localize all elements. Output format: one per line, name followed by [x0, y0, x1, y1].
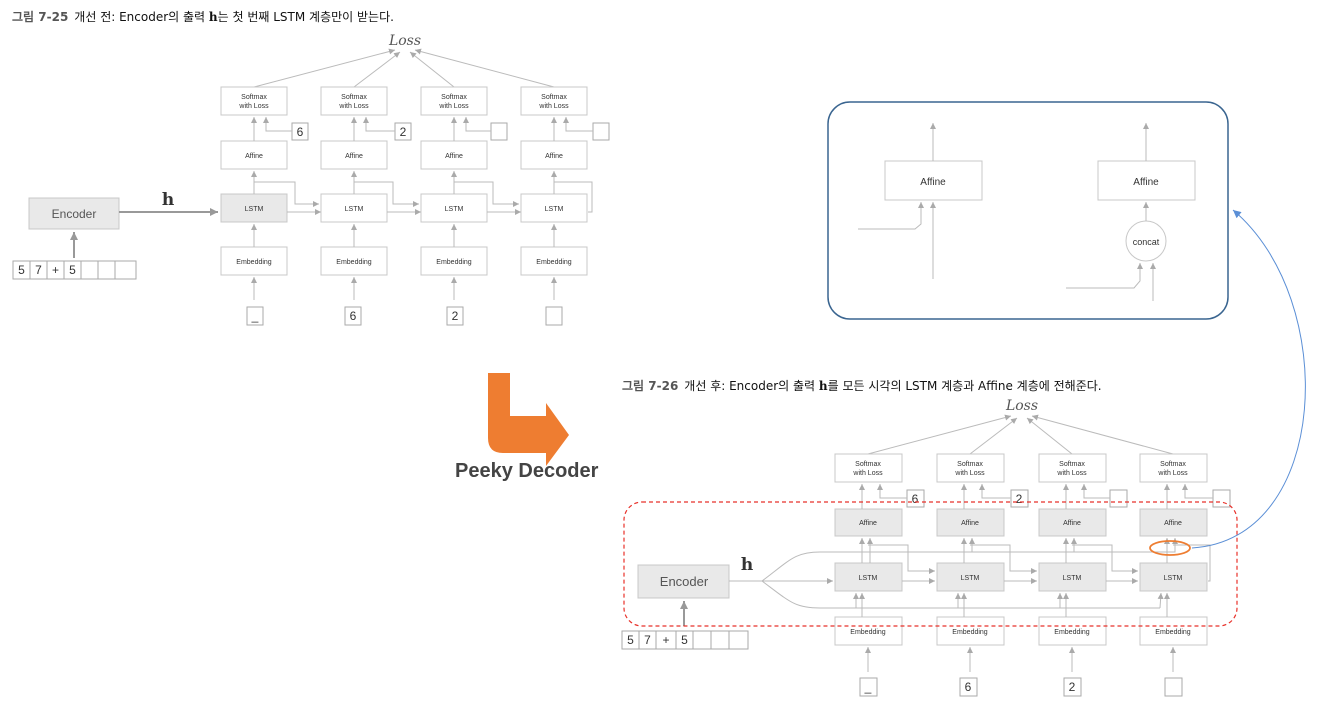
embedding-label: Embedding	[536, 259, 572, 266]
input-token: +	[662, 633, 669, 647]
fig1-encoder-label: Encoder	[52, 207, 97, 221]
embedding-label: Embedding	[336, 259, 372, 266]
fig1-title-h: h	[208, 10, 218, 24]
softmax-label-line2: with Loss	[954, 470, 985, 477]
fig2-encoder-box	[637, 564, 730, 599]
target-token: 2	[400, 125, 407, 139]
input-token: 5	[69, 263, 76, 277]
zoom-link-curve	[1191, 209, 1306, 549]
decoder-input-token: 2	[452, 309, 459, 323]
zoom-affine-label-2: Affine	[1133, 177, 1159, 188]
input-token: 5	[681, 633, 688, 647]
softmax-label-line1: Softmax	[341, 94, 367, 101]
fig1-column-3: Softmax with Loss Affine LSTM Embedding …	[420, 86, 508, 326]
fig1-number: 그림 7-25	[12, 10, 69, 24]
input-token: +	[52, 263, 59, 277]
concat-highlight-ellipse	[1149, 540, 1191, 556]
zoom-detail-panel: Affine Affine concat	[827, 101, 1229, 320]
affine-label: Affine	[445, 153, 463, 160]
fig1-caption: 그림 7-25 개선 전: Encoder의 출력 h는 첫 번째 LSTM 계층…	[12, 8, 394, 25]
fig2-column-3: Softmax with Loss Affine LSTM Embedding …	[1038, 453, 1128, 697]
fig2-encoder-label: Encoder	[660, 574, 709, 589]
softmax-label-line1: Softmax	[1160, 461, 1186, 468]
lstm-label: LSTM	[345, 206, 364, 213]
affine-label: Affine	[345, 153, 363, 160]
decoder-input-token: _	[864, 680, 872, 694]
input-token: 5	[18, 263, 25, 277]
zoom-affine-label-1: Affine	[920, 177, 946, 188]
embedding-label: Embedding	[1155, 629, 1191, 636]
softmax-label-line2: with Loss	[1056, 470, 1087, 477]
softmax-label-line2: with Loss	[852, 470, 883, 477]
fig2-column-1: Softmax with Loss Affine LSTM Embedding …	[834, 453, 925, 697]
affine-label: Affine	[961, 520, 979, 527]
lstm-label: LSTM	[1063, 575, 1082, 582]
fig2-title-h: h	[818, 379, 828, 393]
embedding-label: Embedding	[952, 629, 988, 636]
target-token: 2	[1016, 492, 1023, 506]
softmax-label-line2: with Loss	[338, 103, 369, 110]
fig1-loss-label: Loss	[388, 33, 421, 49]
fig1-column-2: Softmax with Loss Affine LSTM Embedding …	[320, 86, 412, 326]
softmax-label-line2: with Loss	[538, 103, 569, 110]
embedding-label: Embedding	[850, 629, 886, 636]
lstm-label: LSTM	[961, 575, 980, 582]
affine-label: Affine	[1063, 520, 1081, 527]
embedding-label: Embedding	[1054, 629, 1090, 636]
softmax-label-line2: with Loss	[238, 103, 269, 110]
zoom-concat-label: concat	[1133, 237, 1160, 247]
fig1-input-tokens: 5 7 + 5	[12, 260, 137, 280]
lstm-label: LSTM	[245, 206, 264, 213]
decoder-input-token: _	[251, 309, 259, 323]
softmax-label-line1: Softmax	[241, 94, 267, 101]
fig2-caption: 그림 7-26 개선 후: Encoder의 출력 h를 모든 시각의 LSTM …	[622, 377, 1102, 394]
softmax-label-line1: Softmax	[1059, 461, 1085, 468]
fig2-number: 그림 7-26	[622, 379, 679, 393]
fig1-title-after: 는 첫 번째 LSTM 계층만이 받는다.	[217, 10, 394, 24]
fig1-h-label: h	[162, 190, 174, 210]
fig2-column-4: Softmax with Loss Affine LSTM Embedding	[1139, 453, 1231, 697]
softmax-label-line1: Softmax	[541, 94, 567, 101]
decoder-input-token: 6	[965, 680, 972, 694]
fig1-column-1: Softmax with Loss Affine LSTM Embedding …	[220, 86, 309, 326]
input-token: 7	[35, 263, 42, 277]
fig2-loss-label: Loss	[1005, 398, 1038, 414]
lstm-label: LSTM	[545, 206, 564, 213]
input-token: 7	[644, 633, 651, 647]
fig2-title-after: 를 모든 시각의 LSTM 계층과 Affine 계층에 전해준다.	[827, 379, 1102, 393]
softmax-label-line1: Softmax	[855, 461, 881, 468]
fig2-title-before: 개선 후: Encoder의 출력	[684, 379, 819, 393]
lstm-label: LSTM	[1164, 575, 1183, 582]
input-token: 5	[627, 633, 634, 647]
affine-label: Affine	[859, 520, 877, 527]
peeky-region-highlight	[623, 501, 1238, 627]
fig2-column-2: Softmax with Loss Affine LSTM Embedding …	[936, 453, 1029, 697]
fig1-diagram: Loss Softmax with Loss Affine LSTM Embed…	[12, 33, 610, 326]
peeky-decoder-label: Peeky Decoder	[455, 460, 599, 482]
affine-label: Affine	[545, 153, 563, 160]
decoder-input-token: 2	[1069, 680, 1076, 694]
transition-arrow-icon	[488, 373, 569, 466]
fig1-title-before: 개선 전: Encoder의 출력	[74, 10, 209, 24]
fig2-h-label: h	[741, 555, 753, 575]
target-token: 6	[912, 492, 919, 506]
affine-label: Affine	[245, 153, 263, 160]
embedding-label: Embedding	[436, 259, 472, 266]
softmax-label-line1: Softmax	[441, 94, 467, 101]
decoder-input-token: 6	[350, 309, 357, 323]
softmax-label-line1: Softmax	[957, 461, 983, 468]
target-token: 6	[297, 125, 304, 139]
affine-label: Affine	[1164, 520, 1182, 527]
softmax-label-line2: with Loss	[438, 103, 469, 110]
lstm-label: LSTM	[859, 575, 878, 582]
fig1-column-4: Softmax with Loss Affine LSTM Embedding	[520, 86, 610, 326]
fig2-diagram: Loss Softmax with Loss Affine LSTM Embed…	[621, 209, 1306, 697]
softmax-label-line2: with Loss	[1157, 470, 1188, 477]
fig1-encoder-box	[28, 197, 120, 230]
lstm-label: LSTM	[445, 206, 464, 213]
fig2-input-tokens: 5 7 + 5	[621, 630, 749, 650]
embedding-label: Embedding	[236, 259, 272, 266]
